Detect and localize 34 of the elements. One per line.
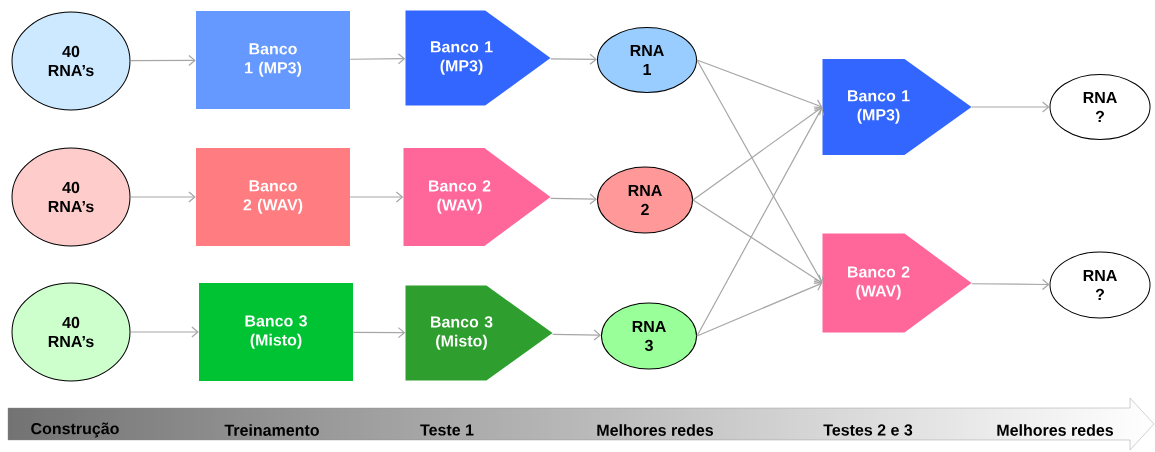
ellipse-node: RNA ? [1049, 74, 1151, 140]
arrow [692, 199, 823, 285]
ellipse-node: 40 RNA’s [11, 11, 131, 111]
arrow [971, 278, 1050, 291]
process-box: Banco 2 (WAV) [196, 148, 350, 246]
arrow [696, 280, 823, 337]
stage-label: Testes 2 e 3 [823, 424, 913, 436]
ellipse-node: RNA 2 [597, 166, 693, 234]
arrow [349, 53, 406, 65]
arrow [692, 106, 823, 201]
ellipse-node: 40 RNA’s [11, 282, 131, 382]
arrow [352, 327, 406, 339]
stage-label: Teste 1 [420, 424, 474, 436]
arrow [129, 326, 199, 338]
stage-label: Treinamento [224, 424, 319, 436]
ellipse-node: 40 RNA’s [11, 147, 131, 247]
stage-label: Construção [31, 422, 119, 438]
ellipse-node: RNA 1 [597, 27, 697, 93]
ellipse-node: RNA ? [1049, 251, 1151, 319]
arrow [696, 59, 824, 283]
stage-label: Melhores redes [997, 424, 1113, 436]
arrow [696, 59, 823, 110]
arrow [349, 191, 404, 203]
arrow [550, 53, 597, 65]
process-box: Banco 3 (Misto) [199, 283, 353, 381]
arrow [550, 193, 598, 205]
stage-label: Melhores redes [597, 424, 713, 436]
arrow [129, 54, 196, 66]
ellipse-node: RNA 3 [601, 302, 697, 370]
arrow [696, 107, 824, 337]
arrow [552, 329, 602, 341]
arrow [971, 101, 1050, 113]
arrow [129, 191, 196, 203]
process-box: Banco 1 (MP3) [196, 11, 350, 109]
